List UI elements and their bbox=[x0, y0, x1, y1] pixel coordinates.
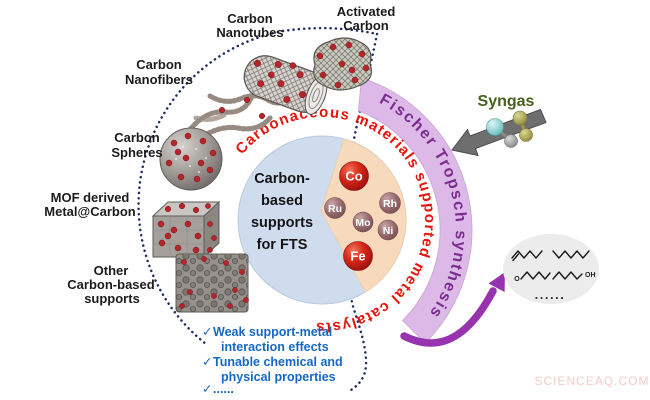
checklist-item2-line2: physical properties bbox=[221, 370, 336, 384]
metal-ru-label: Ru bbox=[328, 203, 342, 215]
metal-ni: Ni bbox=[377, 219, 399, 241]
cyan-atom bbox=[486, 118, 504, 136]
label-activated-carbon-1: Activated bbox=[337, 4, 396, 19]
checklist-item2-line1: Tunable chemical and bbox=[213, 355, 343, 369]
label-carbon-spheres-1: Carbon bbox=[114, 130, 160, 145]
center-label-line1: Carbon- bbox=[254, 171, 310, 187]
products-oval bbox=[503, 234, 599, 304]
metal-co: Co bbox=[339, 161, 369, 191]
check-icon-3: ✓ bbox=[202, 382, 212, 396]
products-ellipsis: ...... bbox=[535, 287, 566, 302]
metal-mo: Mo bbox=[352, 211, 374, 233]
hydrocarbon-chains bbox=[511, 250, 590, 280]
watermark: SCIENCEAQ.COM bbox=[534, 374, 649, 388]
label-other-3: supports bbox=[84, 291, 140, 306]
label-carbon-nanotubes-1: Carbon bbox=[227, 11, 273, 26]
label-mof-1: MOF derived bbox=[51, 190, 130, 205]
label-mof-2: Metal@Carbon bbox=[44, 204, 135, 219]
checklist: ✓ Weak support-metal interaction effects… bbox=[202, 325, 343, 396]
metal-ru: Ru bbox=[324, 197, 346, 219]
label-carbon-nanotubes-2: Nanotubes bbox=[216, 25, 283, 40]
olive-atom-2 bbox=[519, 128, 533, 142]
carbon-sphere-illustration bbox=[159, 127, 223, 191]
metal-rh: Rh bbox=[379, 192, 401, 214]
center-label-line4: for FTS bbox=[257, 237, 308, 253]
label-activated-carbon-2: Carbon bbox=[343, 18, 389, 33]
checklist-item1-line2: interaction effects bbox=[221, 340, 329, 354]
metal-fe: Fe bbox=[343, 241, 373, 271]
metal-mo-label: Mo bbox=[355, 217, 370, 229]
products-arrow-icon bbox=[400, 272, 505, 347]
checklist-item1-line1: Weak support-metal bbox=[213, 325, 332, 339]
metal-ni-label: Ni bbox=[383, 225, 394, 237]
gray-atom bbox=[504, 134, 518, 148]
olive-atom-1 bbox=[512, 110, 528, 126]
dotted-top-segment bbox=[281, 26, 379, 36]
label-carbon-spheres-2: Spheres bbox=[111, 145, 162, 160]
check-icon-1: ✓ bbox=[202, 325, 212, 339]
mof-cube-illustration bbox=[151, 200, 221, 259]
label-other-2: Carbon-based bbox=[67, 277, 154, 292]
center-label-line2: based bbox=[261, 193, 303, 209]
dotted-left-arc bbox=[137, 29, 285, 346]
syngas-molecules bbox=[486, 110, 533, 148]
syngas-label: Syngas bbox=[478, 93, 535, 110]
checklist-item3-line1: ...... bbox=[213, 382, 234, 396]
check-icon-2: ✓ bbox=[202, 355, 212, 369]
chain-oh-label: OH bbox=[585, 272, 596, 279]
center-label-line3: supports bbox=[251, 215, 313, 231]
porous-carbon-illustration bbox=[175, 253, 249, 313]
chain-o-label: O bbox=[514, 276, 520, 283]
metal-fe-label: Fe bbox=[350, 249, 365, 264]
activated-carbon-illustration bbox=[313, 37, 373, 91]
metal-rh-label: Rh bbox=[383, 198, 397, 210]
label-other-1: Other bbox=[94, 263, 129, 278]
products-group: O OH ...... bbox=[503, 234, 599, 304]
metal-co-label: Co bbox=[345, 169, 362, 184]
carbon-nanotubes-illustration bbox=[243, 55, 328, 115]
label-carbon-nanofibers-2: Nanofibers bbox=[125, 72, 193, 87]
label-carbon-nanofibers-1: Carbon bbox=[136, 57, 182, 72]
carbon-supports-circle: Carbon- based supports for FTS Co Ru Rh … bbox=[237, 135, 407, 305]
syngas-group: Syngas bbox=[451, 93, 547, 157]
material-labels: Carbon Nanotubes Activated Carbon Carbon… bbox=[44, 4, 395, 306]
